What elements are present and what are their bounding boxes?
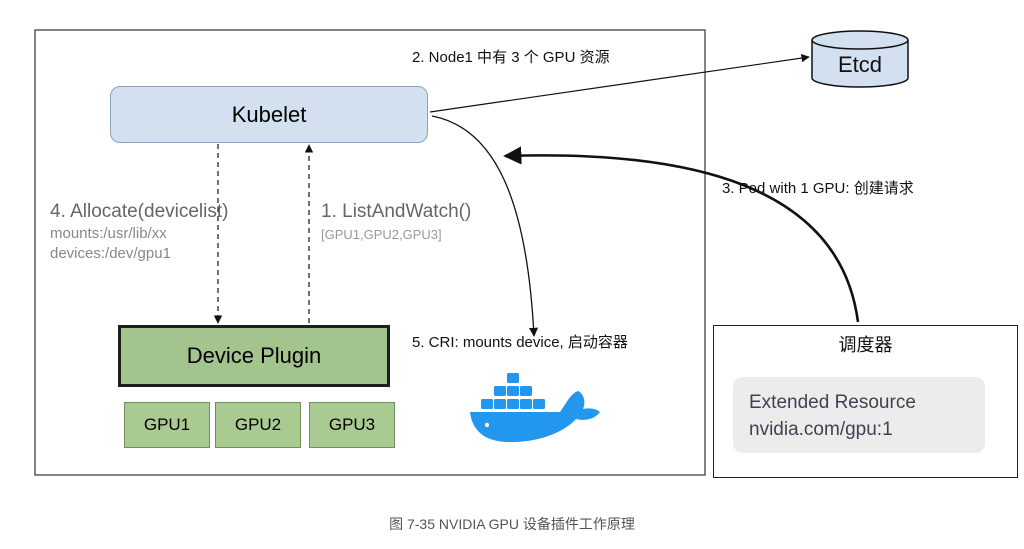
arrow-kubelet-to-runtime bbox=[431, 115, 539, 337]
scheduler-title: 调度器 bbox=[838, 335, 893, 355]
extended-resource-value: nvidia.com/gpu:1 bbox=[749, 419, 893, 440]
node-frame bbox=[34, 29, 706, 476]
device-plugin-box: Device Plugin bbox=[118, 325, 390, 387]
gpu-list-label: [GPU1,GPU2,GPU3] bbox=[321, 227, 442, 242]
cri-label: 5. CRI: mounts device, 启动容器 bbox=[412, 334, 628, 351]
kubelet-box: Kubelet bbox=[110, 86, 428, 143]
extended-resource-box bbox=[733, 377, 985, 453]
device-plugin-label: Device Plugin bbox=[186, 343, 322, 368]
gpu2-label: GPU2 bbox=[234, 415, 282, 434]
gpu3-label: GPU3 bbox=[328, 415, 376, 434]
gpu3-box: GPU3 bbox=[309, 402, 395, 448]
kubelet-label: Kubelet bbox=[231, 101, 307, 127]
gpu1-box: GPU1 bbox=[124, 402, 210, 448]
devices-label: devices:/dev/gpu1 bbox=[50, 245, 171, 262]
etcd-cylinder bbox=[811, 30, 909, 88]
arrow-kubelet-to-etcd bbox=[429, 53, 810, 113]
docker-whale-icon bbox=[470, 373, 600, 443]
list-and-watch-label: 1. ListAndWatch() bbox=[321, 201, 472, 222]
gpu1-label: GPU1 bbox=[143, 415, 191, 434]
gpu2-box: GPU2 bbox=[215, 402, 301, 448]
etcd-label: Etcd bbox=[837, 52, 883, 77]
node1-gpu-label: 2. Node1 中有 3 个 GPU 资源 bbox=[412, 49, 610, 66]
figure-caption: 图 7-35 NVIDIA GPU 设备插件工作原理 bbox=[389, 516, 635, 532]
pod-request-label: 3. Pod with 1 GPU: 创建请求 bbox=[722, 180, 914, 197]
extended-resource-label: Extended Resource bbox=[749, 392, 916, 413]
arrow-scheduler-to-kubelet bbox=[503, 146, 860, 323]
allocate-label: 4. Allocate(devicelist) bbox=[50, 201, 229, 222]
mounts-label: mounts:/usr/lib/xx bbox=[50, 225, 167, 242]
